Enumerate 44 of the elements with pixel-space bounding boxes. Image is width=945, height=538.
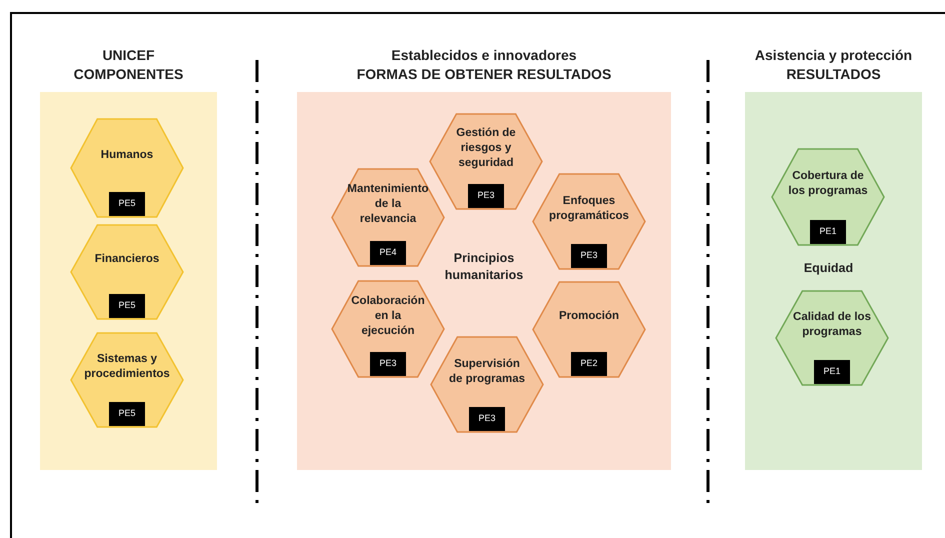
column-heading: RESULTADOS bbox=[786, 65, 881, 84]
column-heading: UNICEF bbox=[102, 46, 155, 65]
hexagon bbox=[532, 173, 646, 270]
hexagon bbox=[70, 224, 184, 320]
column-heading: COMPONENTES bbox=[74, 65, 184, 84]
column-panel bbox=[40, 92, 217, 470]
code-tag: PE3 bbox=[571, 244, 607, 268]
hexagon-text: Calidad de los programas bbox=[792, 310, 872, 340]
hexagon-text: Humanos bbox=[100, 148, 154, 162]
column-panel bbox=[297, 92, 671, 470]
hexagon-text: Promoción bbox=[558, 309, 620, 324]
code-tag: PE1 bbox=[810, 220, 846, 244]
code-tag: PE5 bbox=[109, 402, 145, 426]
hexagon bbox=[429, 113, 543, 210]
hexagon bbox=[775, 290, 889, 386]
hexagon-text: Colaboración en la ejecución bbox=[350, 294, 426, 338]
center-label: Principios humanitarios bbox=[444, 250, 524, 284]
code-tag: PE3 bbox=[370, 352, 406, 376]
hexagon-text: Gestión de riesgos y seguridad bbox=[455, 126, 517, 171]
column-heading: Establecidos e innovadores bbox=[391, 46, 577, 65]
code-tag: PE5 bbox=[109, 294, 145, 318]
code-tag: PE1 bbox=[814, 360, 850, 384]
column-panel bbox=[745, 92, 922, 470]
hexagon bbox=[771, 148, 885, 246]
column-heading: FORMAS DE OBTENER RESULTADOS bbox=[356, 65, 612, 84]
hexagon bbox=[331, 280, 445, 378]
hexagon bbox=[70, 332, 184, 428]
hexagon-text: Enfoques programáticos bbox=[548, 194, 630, 224]
hexagon bbox=[430, 336, 544, 433]
code-tag: PE3 bbox=[468, 184, 504, 208]
hexagon bbox=[532, 281, 646, 378]
hexagon-text: Sistemas y procedimientos bbox=[84, 352, 170, 382]
hexagon-text: Cobertura de los programas bbox=[787, 169, 869, 199]
code-tag: PE4 bbox=[370, 241, 406, 265]
code-tag: PE2 bbox=[571, 352, 607, 376]
hexagon-text: Mantenimiento de la relevancia bbox=[347, 182, 429, 227]
code-tag: PE5 bbox=[109, 192, 145, 216]
hexagon bbox=[331, 168, 445, 267]
center-label: Equidad bbox=[802, 260, 854, 277]
column-heading: Asistencia y protección bbox=[754, 46, 912, 65]
hexagon bbox=[70, 118, 184, 218]
hexagon-text: Financieros bbox=[94, 252, 160, 266]
hexagon-text: Supervisión de programas bbox=[448, 356, 526, 386]
code-tag: PE3 bbox=[469, 407, 505, 431]
